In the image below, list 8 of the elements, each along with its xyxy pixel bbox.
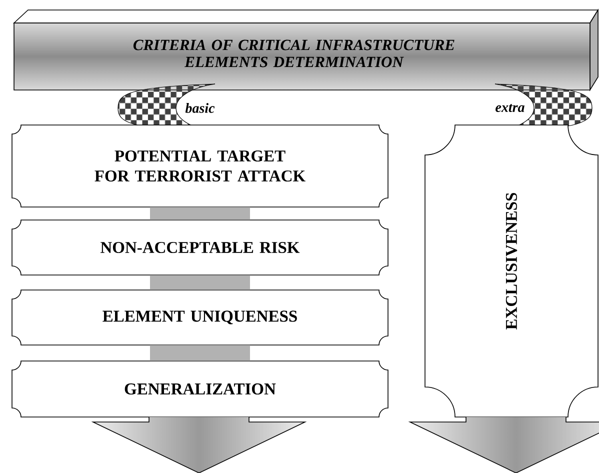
criterion-box: ELEMENT UNIQUENESS xyxy=(12,290,388,346)
connector-bar xyxy=(150,207,250,220)
connector-bar xyxy=(150,275,250,290)
connector-bar xyxy=(150,345,250,361)
criterion-box: NON-ACCEPTABLE RISK xyxy=(12,220,388,276)
criterion-box: POTENTIAL TARGET FOR TERRORIST ATTACK xyxy=(12,124,388,208)
criterion-box: GENERALIZATION xyxy=(12,360,388,418)
criterion-box: EXCLUSIVENESS xyxy=(424,124,598,418)
